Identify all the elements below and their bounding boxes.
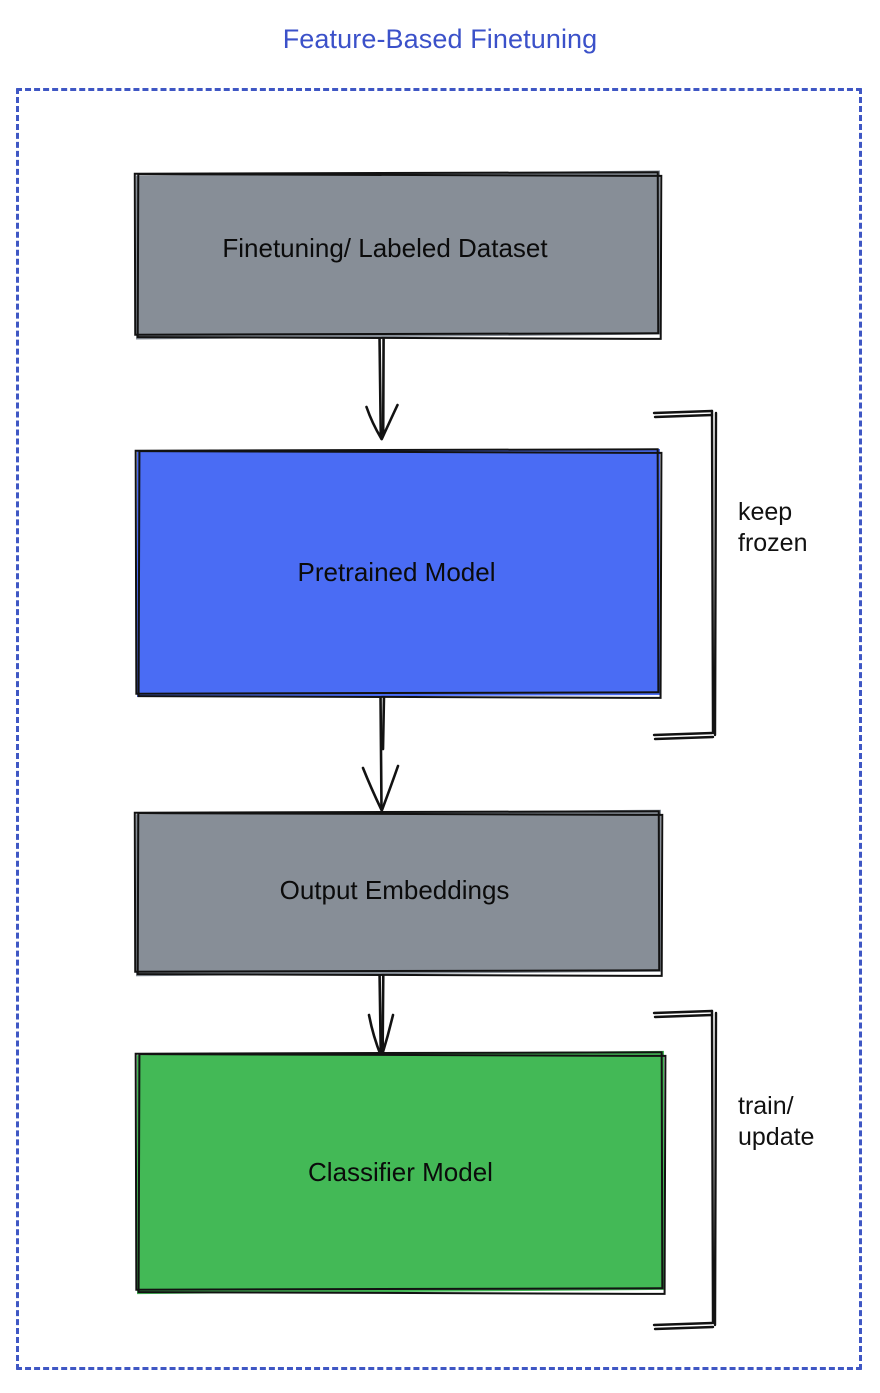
node-label: Pretrained Model xyxy=(297,557,496,588)
node-pretrained-model[interactable]: Pretrained Model xyxy=(134,448,663,699)
node-label: Output Embeddings xyxy=(279,875,510,906)
page-title: Feature-Based Finetuning xyxy=(282,24,598,54)
node-classifier-model[interactable]: Classifier Model xyxy=(134,1050,667,1295)
node-output-embeddings[interactable]: Output Embeddings xyxy=(133,809,664,977)
bracket-keep-frozen xyxy=(652,409,718,741)
node-label: Finetuning/ Labeled Dataset xyxy=(222,233,548,264)
annotation-train-update: train/ update xyxy=(738,1092,815,1152)
bracket-train-update xyxy=(652,1009,718,1331)
arrow-dataset-to-pretrained xyxy=(365,333,399,441)
dashed-boundary-frame xyxy=(16,88,862,1370)
arrow-embeddings-to-classifier xyxy=(367,968,395,1058)
node-label: Classifier Model xyxy=(308,1156,493,1187)
annotation-keep-frozen: keep frozen xyxy=(738,498,808,558)
node-finetuning-labeled-dataset[interactable]: Finetuning/ Labeled Dataset xyxy=(133,170,663,340)
arrow-pretrained-to-embeddings xyxy=(361,692,400,812)
